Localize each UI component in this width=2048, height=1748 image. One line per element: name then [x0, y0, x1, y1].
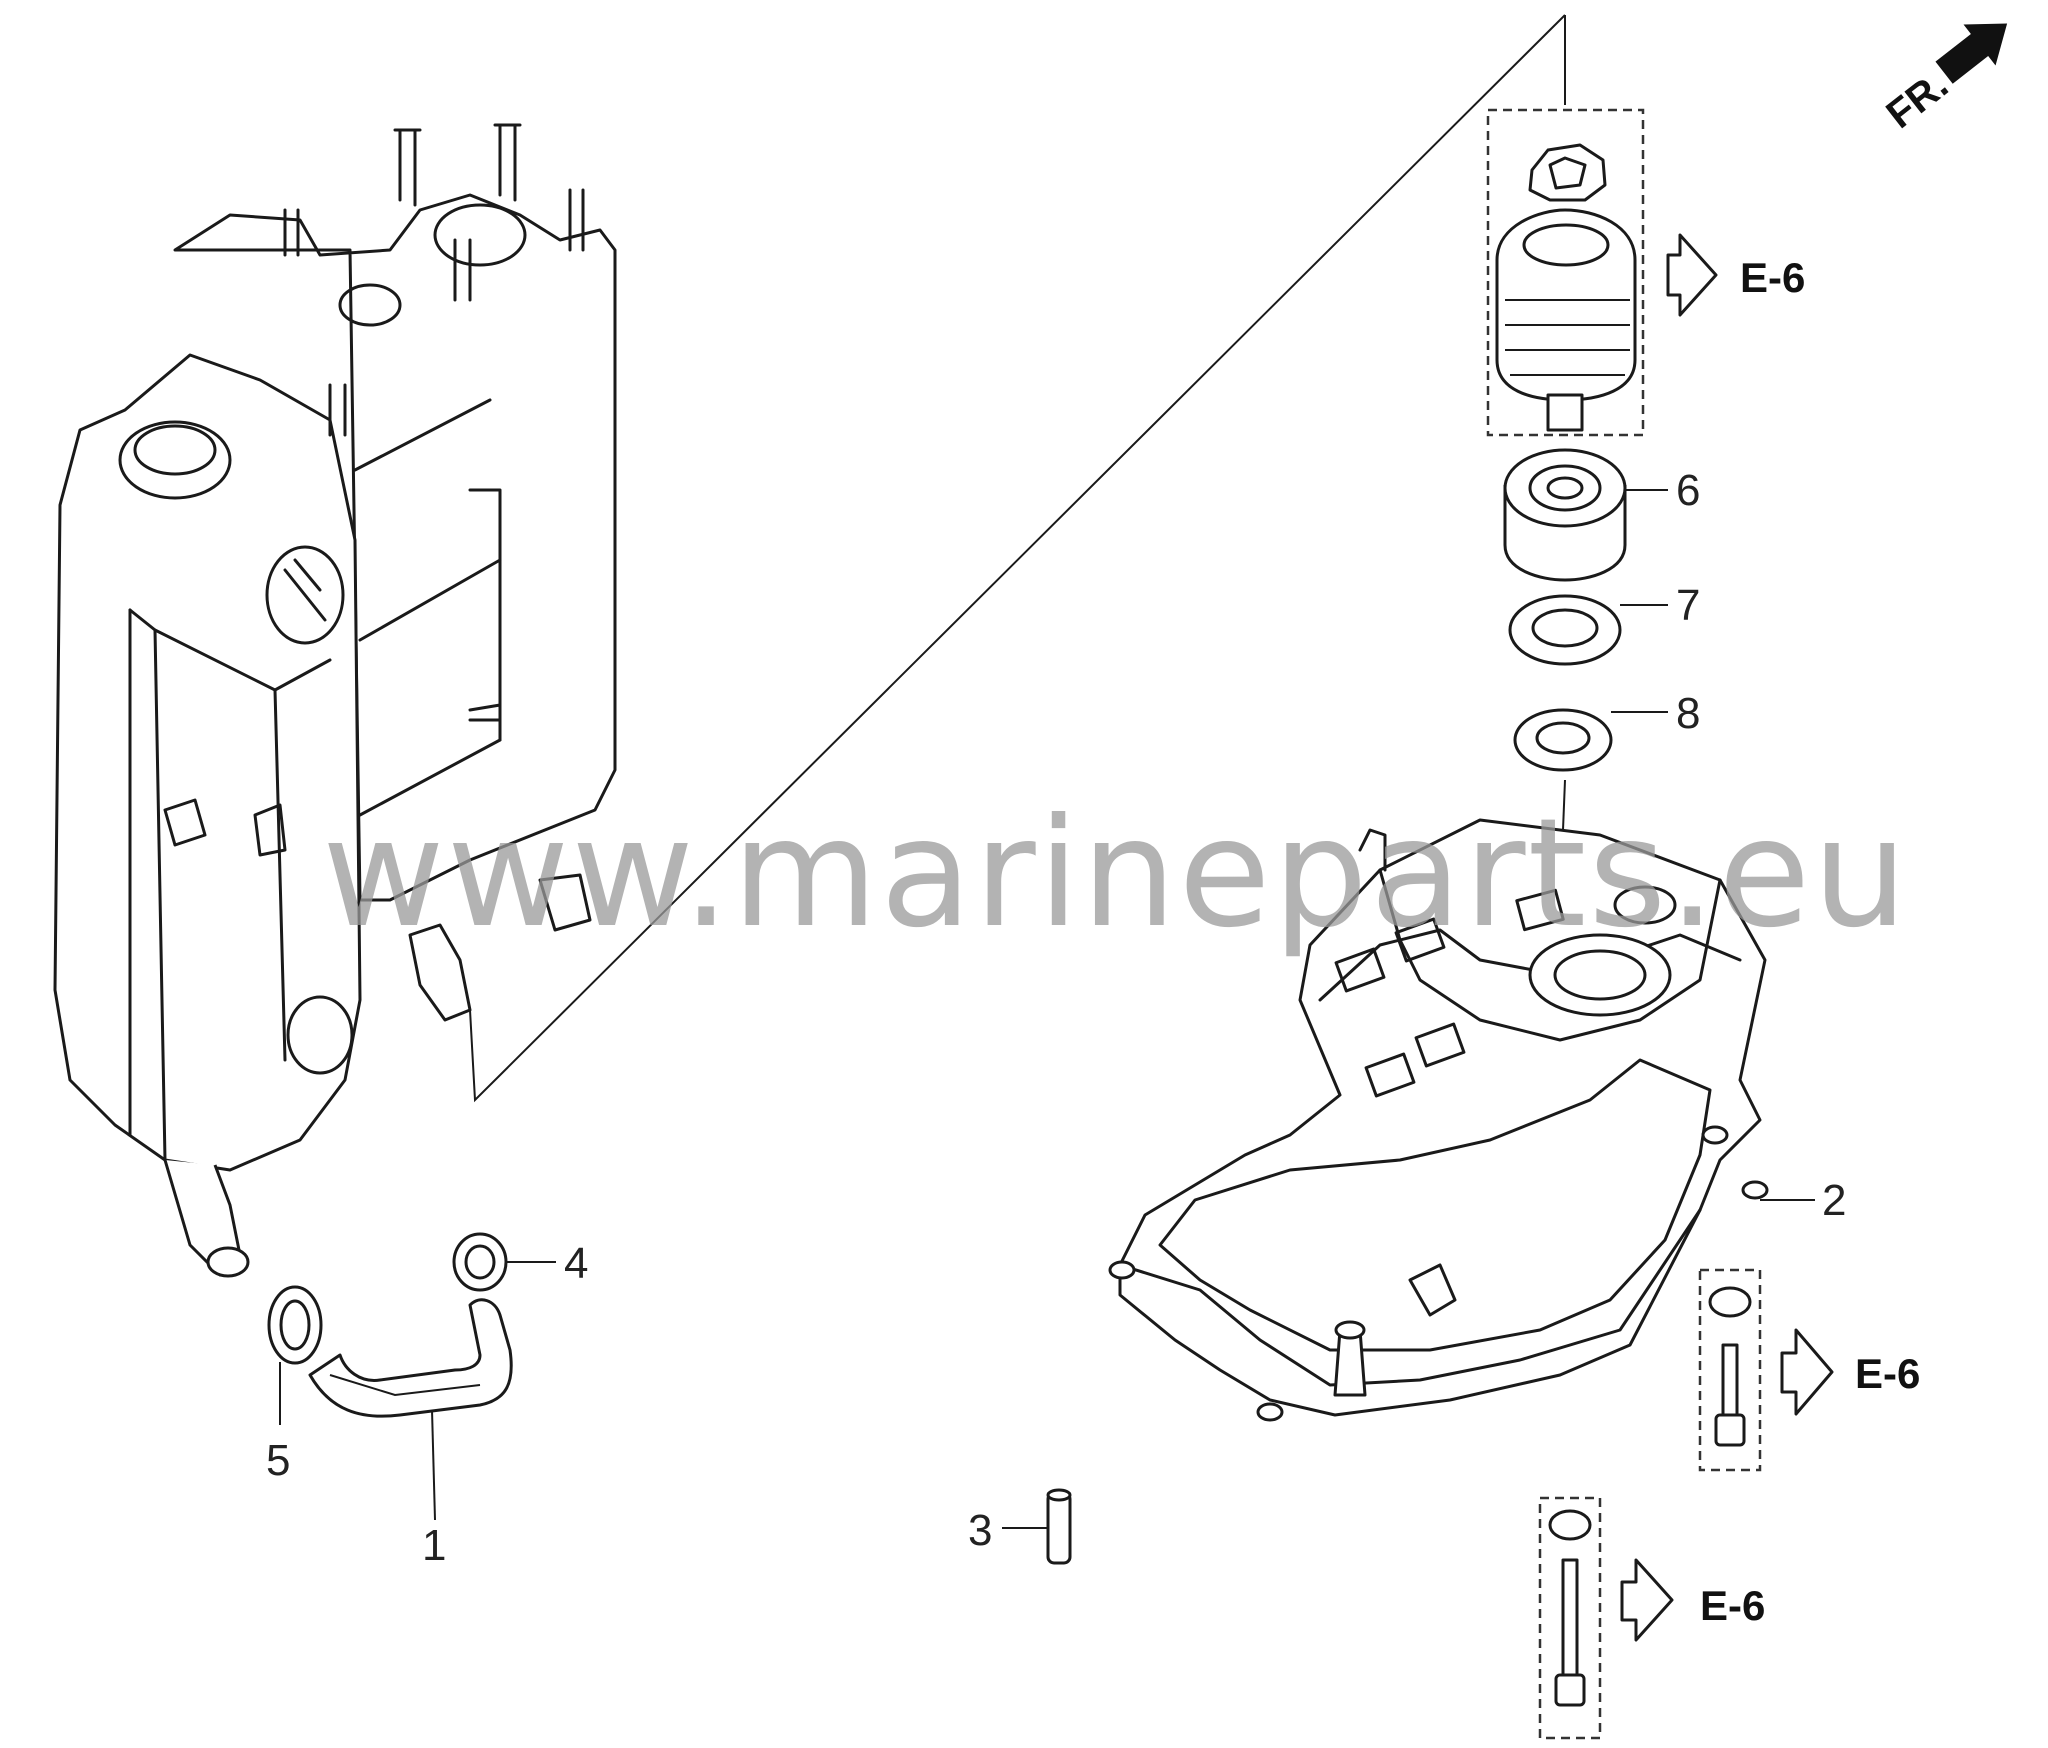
callout-4: 4: [564, 1239, 588, 1288]
arrow-to-e6-bolt-right: [1780, 1328, 1834, 1416]
bolt-right: [1708, 1286, 1752, 1447]
water-hose: [308, 1298, 513, 1418]
front-direction-indicator: FR.: [1878, 23, 2008, 137]
callout-1: 1: [422, 1521, 446, 1570]
reference-e6-bolt-bottom: E-6: [1700, 1582, 1765, 1629]
callout-8: 8: [1676, 689, 1700, 738]
callout-2: 2: [1822, 1176, 1846, 1225]
bolt-group-bottom-frame: [1538, 1496, 1602, 1740]
front-label: FR.: [1878, 63, 1956, 137]
front-arrow-icon: [1935, 23, 2008, 84]
reference-e6-bolt-right: E-6: [1855, 1350, 1920, 1397]
gear-group-frame: [1486, 108, 1645, 437]
hose-clip-4: [452, 1232, 508, 1292]
arrow-to-e6-bolt-bottom: [1620, 1558, 1674, 1642]
oil-seal-8: [1513, 708, 1668, 772]
callout-7: 7: [1676, 581, 1700, 630]
watermark: www.marineparts.eu: [322, 787, 1910, 961]
arrow-to-e6-gear: [1666, 233, 1718, 317]
hose-clip-5: [267, 1285, 323, 1365]
oil-case-2: [1108, 818, 1769, 1422]
bolt-group-right-frame: [1698, 1268, 1762, 1472]
projection-lines: [469, 14, 1566, 1103]
bearing-6: [1503, 448, 1668, 582]
reference-e6-gear: E-6: [1740, 254, 1805, 301]
oil-seal-7: [1508, 594, 1668, 666]
callout-3: 3: [968, 1506, 992, 1555]
callout-5: 5: [266, 1436, 290, 1485]
pinion-gear: [1495, 143, 1637, 432]
leader-1: [431, 1409, 436, 1521]
dowel-pin-3: [1002, 1488, 1072, 1565]
engine-block: [53, 123, 617, 1278]
bolt-bottom: [1548, 1509, 1592, 1707]
callout-6: 6: [1676, 466, 1700, 515]
